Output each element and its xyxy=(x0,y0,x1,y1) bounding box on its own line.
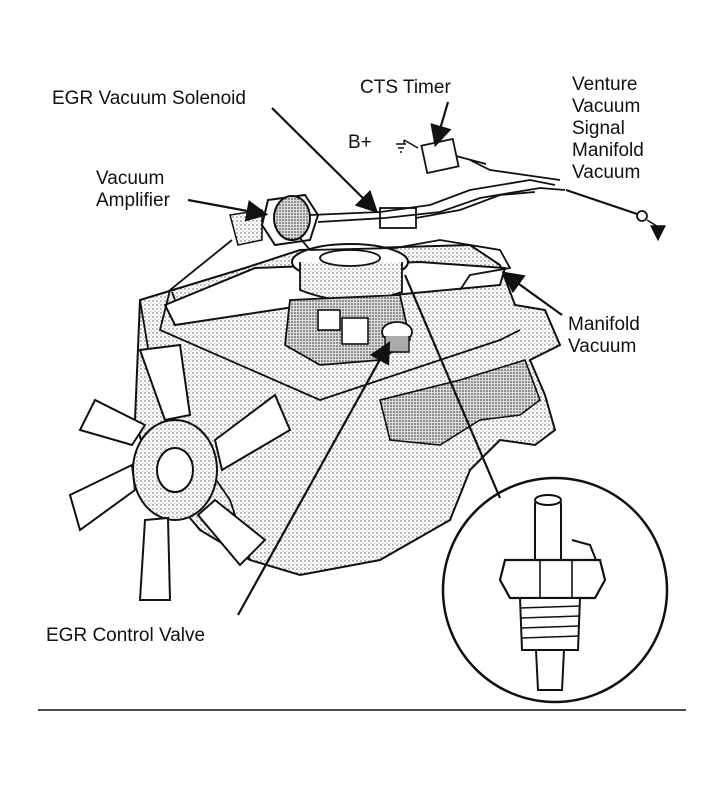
venture-line-2: Vacuum xyxy=(572,96,641,117)
vacuum-hoses xyxy=(158,155,566,401)
venture-line-3: Signal xyxy=(572,118,625,139)
vacuum-amplifier-line-1: Vacuum xyxy=(96,168,165,189)
vacuum-amplifier-line-2: Amplifier xyxy=(96,190,170,211)
venture-line-5: Vacuum xyxy=(572,162,641,183)
label-egr-vacuum-solenoid: EGR Vacuum Solenoid xyxy=(52,88,246,109)
label-vacuum-amplifier: Vacuum Amplifier xyxy=(96,168,170,212)
label-manifold-vacuum: Manifold Vacuum xyxy=(568,314,640,358)
cts-sensor-inset xyxy=(441,476,669,704)
venture-fitting-icon xyxy=(636,210,666,242)
label-venture-vacuum-signal-manifold-vacuum: Venture Vacuum Signal Manifold Vacuum xyxy=(572,74,644,184)
vacuum-amplifier-part xyxy=(229,193,320,247)
fan xyxy=(68,343,292,601)
manifold-vacuum-line-2: Vacuum xyxy=(568,336,637,357)
venture-line-4: Manifold xyxy=(572,140,644,161)
label-egr-control-valve: EGR Control Valve xyxy=(46,625,206,646)
label-b-plus: B+ xyxy=(348,132,372,153)
cts-timer-part xyxy=(396,137,460,175)
manifold-vacuum-line-1: Manifold xyxy=(568,314,640,335)
label-cts-timer: CTS Timer xyxy=(360,77,451,98)
leader-lines xyxy=(187,101,641,616)
venture-line-1: Venture xyxy=(572,74,638,95)
